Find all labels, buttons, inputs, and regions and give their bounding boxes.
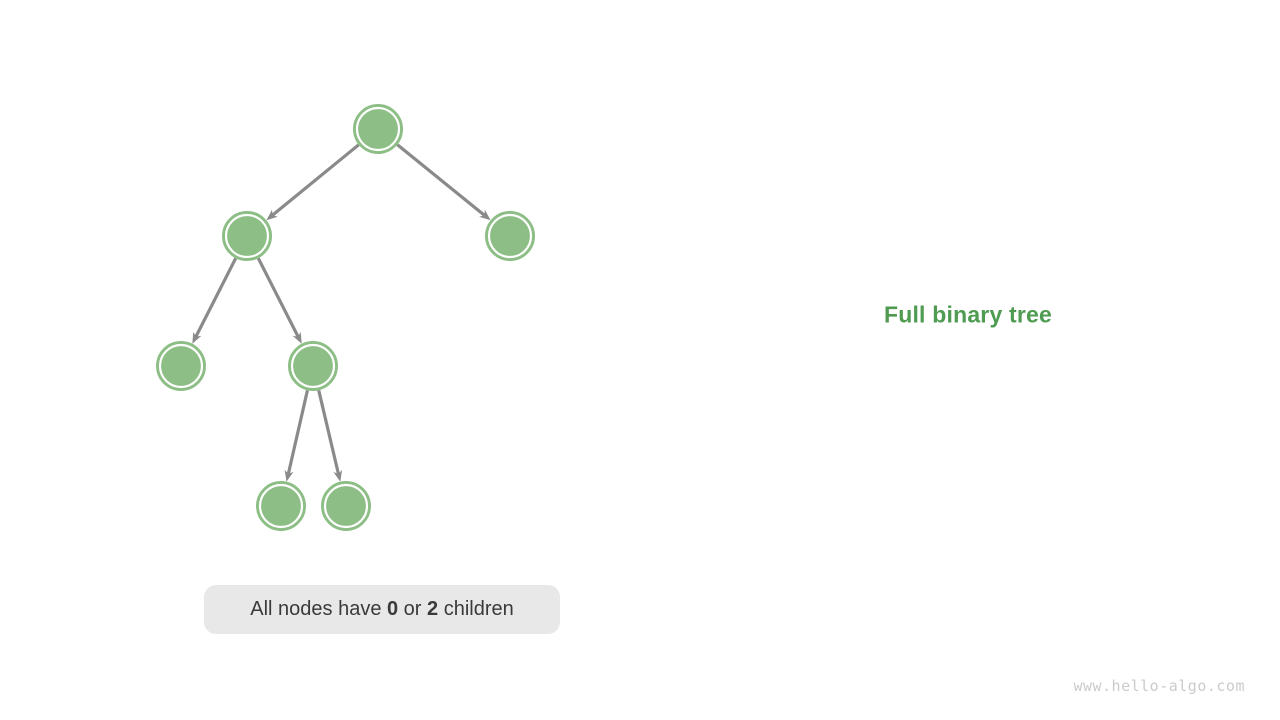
tree-edge-arrowhead xyxy=(333,469,343,482)
tree-node-circle xyxy=(222,211,272,261)
tree-node xyxy=(321,481,371,531)
tree-edge xyxy=(317,389,341,476)
caption-text-prefix: All nodes have xyxy=(250,598,387,620)
watermark-url: www.hello-algo.com xyxy=(1073,677,1245,695)
tree-node-circle xyxy=(256,481,306,531)
tree-node xyxy=(256,481,306,531)
caption-text-suffix: children xyxy=(438,598,514,620)
tree-node-circle xyxy=(321,481,371,531)
tree-edge-arrowhead xyxy=(284,469,294,482)
caption-bold-two: 2 xyxy=(427,598,439,620)
tree-node xyxy=(288,341,338,391)
tree-edge xyxy=(256,257,300,339)
tree-edge-arrowhead xyxy=(266,209,278,221)
tree-edge-arrowhead xyxy=(292,331,302,344)
tree-edge xyxy=(270,143,360,217)
figure-title: Full binary tree xyxy=(883,301,1053,328)
tree-node xyxy=(485,211,535,261)
tree-node xyxy=(222,211,272,261)
tree-node-circle xyxy=(156,341,206,391)
tree-node-inner-ring xyxy=(323,483,369,529)
tree-node-inner-ring xyxy=(487,213,533,259)
tree-edge-arrowhead xyxy=(479,209,491,221)
tree-edge xyxy=(194,257,238,339)
tree-node-inner-ring xyxy=(290,343,336,389)
caption-bold-zero: 0 xyxy=(387,598,399,620)
tree-node-inner-ring xyxy=(258,483,304,529)
tree-node-circle xyxy=(288,341,338,391)
tree-edge-arrowhead xyxy=(192,331,202,344)
caption-pill: All nodes have 0 or 2 children xyxy=(204,585,560,634)
tree-node-circle xyxy=(353,104,403,154)
tree-node-inner-ring xyxy=(355,106,401,152)
tree-node-circle xyxy=(485,211,535,261)
tree-node-inner-ring xyxy=(158,343,204,389)
tree-edge xyxy=(396,143,487,218)
tree-node xyxy=(156,341,206,391)
tree-node xyxy=(353,104,403,154)
tree-node-inner-ring xyxy=(224,213,270,259)
tree-edge xyxy=(286,390,309,476)
caption-text-middle: or xyxy=(398,598,428,620)
